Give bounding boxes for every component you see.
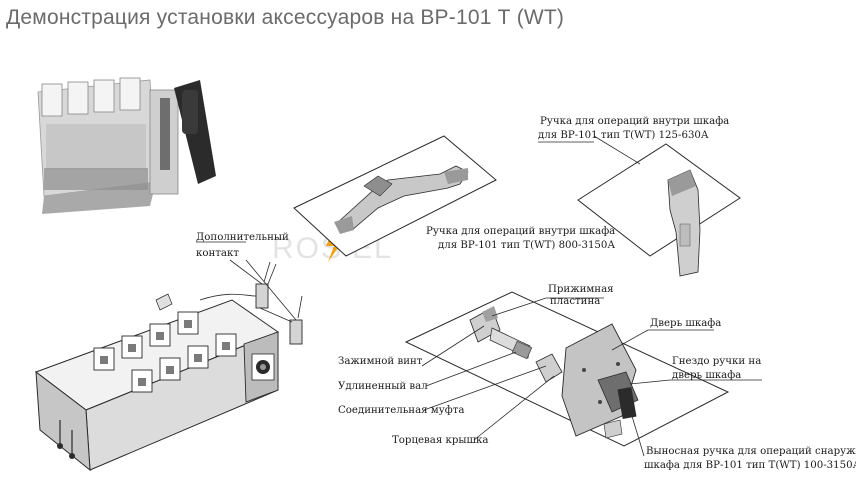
page-title: Демонстрация установки аксессуаров на ВР… [6, 6, 565, 29]
aux-contacts [199, 261, 303, 345]
label-pressure-plate-line1: Прижимная [548, 284, 614, 295]
label-large-handle-line1: Ручка для операций внутри шкафа [426, 225, 615, 237]
aux-contact-leader-2 [245, 259, 297, 321]
label-small-handle-line1: Ручка для операций внутри шкафа [540, 115, 729, 127]
label-clamp-screw: Зажимной винт [338, 356, 423, 367]
label-handle-socket-line1: Гнездо ручки на [672, 356, 761, 367]
label-large-handle-line2: для ВР-101 тип T(WT) 800-3150А [438, 239, 615, 251]
label-aux-contact-line1: Дополнительный [196, 232, 289, 243]
label-coupling: Соединительная муфта [338, 404, 464, 416]
labels: Ручка для операций внутри шкафа для ВР-1… [196, 115, 856, 471]
label-handle-socket-line2: дверь шкафа [672, 369, 741, 381]
small-inside-handle [577, 143, 741, 277]
aux-contact-leader-1 [229, 259, 263, 285]
label-external-handle-line2: шкафа для ВР-101 тип T(WT) 100-3150А [644, 459, 856, 471]
label-small-handle-line2: для ВР-101 тип T(WT) 125-630А [538, 129, 709, 141]
label-cabinet-door: Дверь шкафа [650, 317, 721, 329]
label-extended-shaft: Удлиненный вал [338, 381, 428, 392]
label-pressure-plate-line2: пластина [550, 296, 600, 307]
switch-photo [37, 77, 216, 214]
door-assembly [404, 291, 730, 447]
label-end-cap: Торцевая крышка [392, 435, 488, 446]
switch-drawing [34, 293, 280, 472]
label-external-handle-line1: Выносная ручка для операций снаружи [646, 446, 856, 457]
leader-lines [421, 297, 762, 457]
large-inside-handle [293, 135, 497, 257]
label-aux-contact-line2: контакт [196, 248, 239, 259]
small-handle-leader [593, 135, 641, 165]
